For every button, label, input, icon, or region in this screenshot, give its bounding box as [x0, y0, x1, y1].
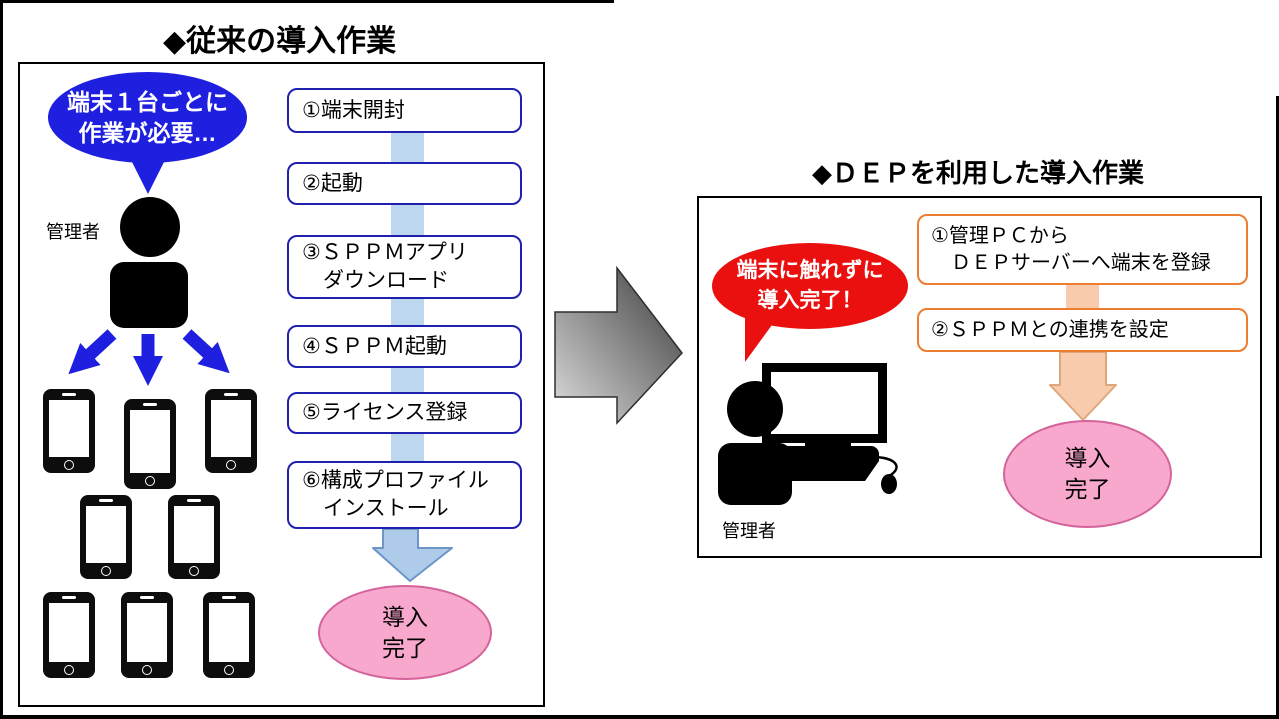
flow-connector — [391, 133, 424, 162]
phone-speaker — [62, 393, 76, 396]
legacy-result-ellipse: 導入 完了 — [318, 585, 492, 680]
step-label: ④ＳＰＰＭ起動 — [302, 334, 447, 358]
phone-screen — [209, 603, 249, 662]
phone-home-button — [145, 476, 155, 486]
step-label: ①管理ＰＣから — [931, 224, 1069, 247]
step-label: ①端末開封 — [302, 98, 405, 122]
smartphone-icon — [43, 592, 95, 678]
frame-border-left — [0, 0, 3, 719]
flow-connector — [1066, 285, 1099, 308]
legacy-step-6: ⑥構成プロファイル インストール — [287, 461, 522, 529]
frame-border-bottom — [0, 715, 1279, 719]
step-label: ③ＳＰＰＭアプリ — [302, 241, 468, 264]
dep-admin-label: 管理者 — [722, 521, 776, 541]
result-line1: 導入 — [1064, 445, 1111, 471]
flow-down-arrow-icon — [372, 529, 453, 582]
phone-screen — [127, 603, 167, 662]
phone-home-button — [64, 665, 74, 675]
legacy-speech-bubble: 端末１台ごとに 作業が必要… — [48, 72, 247, 163]
phone-speaker — [222, 596, 236, 599]
dep-step-2: ②ＳＰＰＭとの連携を設定 — [917, 308, 1248, 352]
administrator-at-pc-icon — [718, 363, 898, 505]
distribution-arrows-icon — [68, 329, 230, 386]
smartphone-icon — [168, 495, 220, 579]
legacy-admin-label: 管理者 — [46, 222, 100, 242]
legacy-section-title: ◆従来の導入作業 — [163, 25, 397, 58]
step-label: ②ＳＰＰＭとの連携を設定 — [931, 318, 1169, 341]
legacy-bubble-line1: 端末１台ごとに — [67, 88, 228, 115]
step-label: インストール — [302, 497, 449, 520]
result-line2: 完了 — [382, 634, 428, 661]
transition-arrow-icon — [554, 265, 683, 425]
step-label: ⑥構成プロファイル — [302, 469, 489, 492]
flow-connector — [391, 299, 424, 325]
result-line1: 導入 — [382, 603, 428, 630]
legacy-step-4: ④ＳＰＰＭ起動 — [287, 325, 522, 368]
dep-speech-bubble: 端末に触れずに 導入完了！ — [712, 243, 908, 329]
result-line2: 完了 — [1064, 476, 1111, 502]
smartphone-icon — [203, 592, 255, 678]
smartphone-icon — [80, 495, 132, 579]
administrator-person-icon — [110, 197, 188, 328]
dep-down-arrow-icon — [1049, 352, 1117, 421]
legacy-bubble-line2: 作業が必要… — [78, 119, 217, 146]
frame-border-top — [0, 0, 614, 3]
smartphone-icon — [121, 592, 173, 678]
phone-speaker — [62, 596, 76, 599]
dep-result-ellipse: 導入 完了 — [1003, 420, 1172, 528]
dep-bubble-line1: 端末に触れずに — [736, 259, 884, 282]
phone-home-button — [64, 460, 74, 470]
phone-speaker — [99, 499, 113, 502]
dep-section-title: ◆ＤＥＰを利用した導入作業 — [812, 158, 1144, 188]
phone-screen — [130, 410, 170, 473]
legacy-step-2: ②起動 — [287, 162, 522, 205]
phone-home-button — [142, 665, 152, 675]
phone-speaker — [224, 393, 238, 396]
phone-home-button — [224, 665, 234, 675]
flow-connector — [391, 205, 424, 235]
smartphone-icon — [124, 399, 176, 489]
dep-bubble-line2: 導入完了！ — [757, 289, 863, 312]
phone-screen — [49, 400, 89, 457]
smartphone-icon — [205, 389, 257, 473]
smartphone-icon — [43, 389, 95, 473]
phone-screen — [211, 400, 251, 457]
flow-connector — [391, 434, 424, 461]
legacy-step-3: ③ＳＰＰＭアプリ ダウンロード — [287, 235, 522, 299]
step-label: ②起動 — [302, 171, 363, 195]
dep-step-1: ①管理ＰＣから ＤＥＰサーバーへ端末を登録 — [917, 214, 1248, 285]
frame-border-right — [1276, 96, 1279, 719]
phone-speaker — [187, 499, 201, 502]
phone-speaker — [140, 596, 154, 599]
phone-home-button — [226, 460, 236, 470]
phone-screen — [174, 506, 214, 563]
step-label: ダウンロード — [302, 269, 449, 292]
phone-speaker — [143, 403, 157, 406]
phone-home-button — [189, 566, 199, 576]
legacy-step-5: ⑤ライセンス登録 — [287, 392, 522, 434]
legacy-step-1: ①端末開封 — [287, 88, 522, 133]
step-label: ＤＥＰサーバーへ端末を登録 — [931, 251, 1211, 274]
phone-screen — [49, 603, 89, 662]
phone-screen — [86, 506, 126, 563]
phone-home-button — [101, 566, 111, 576]
step-label: ⑤ライセンス登録 — [302, 401, 468, 424]
flow-connector — [391, 368, 424, 392]
